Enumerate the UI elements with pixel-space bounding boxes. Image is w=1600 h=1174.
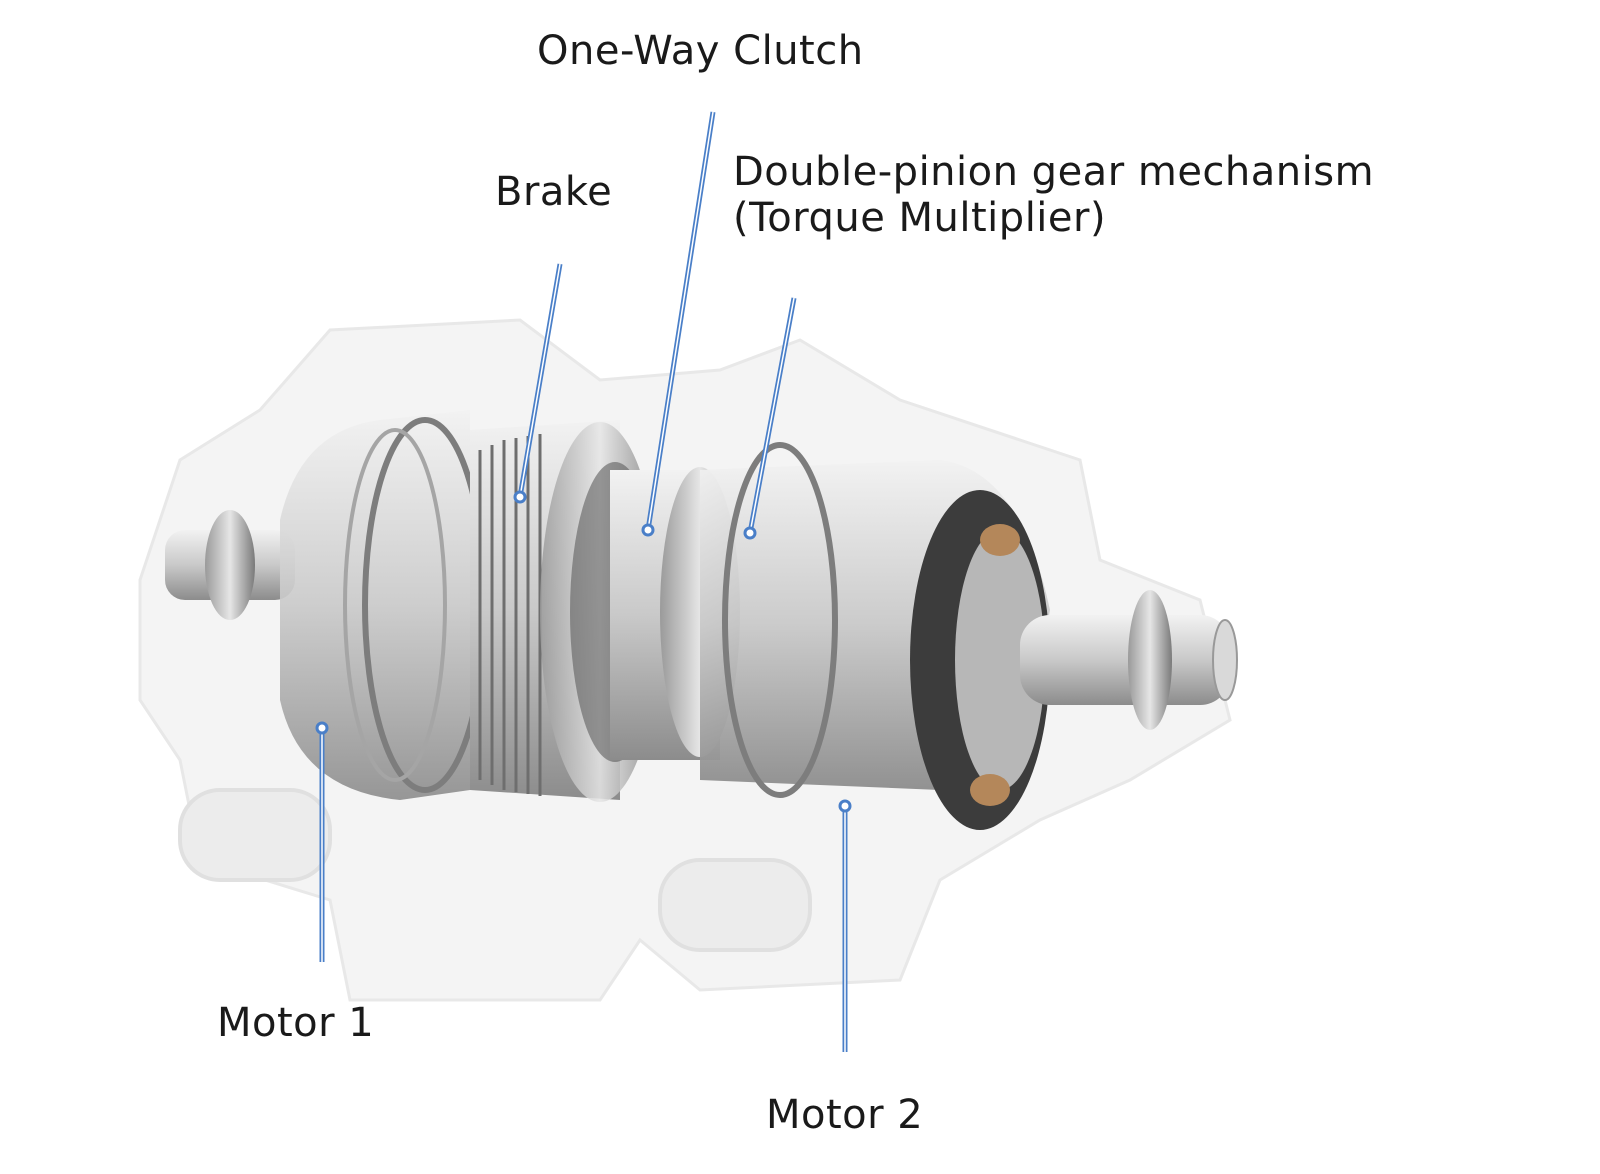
motor2-body (700, 442, 1050, 830)
right-shaft (1020, 590, 1238, 730)
leader-motor2 (838, 799, 852, 1052)
label-torque-multiplier: (Torque Multiplier) (733, 195, 1107, 241)
leader-motor1 (315, 721, 329, 962)
label-motor2: Motor 2 (766, 1092, 924, 1138)
leader-lines (315, 111, 852, 1052)
leader-one-way-clutch (641, 111, 716, 537)
label-double-pinion: Double-pinion gear mechanism (733, 149, 1375, 195)
left-shaft (165, 510, 295, 620)
label-motor1: Motor 1 (217, 1000, 375, 1046)
motor1-body (280, 410, 488, 800)
leader-brake (513, 263, 563, 504)
label-one-way-clutch: One-Way Clutch (537, 28, 864, 74)
leader-double-pinion (743, 297, 797, 540)
label-brake: Brake (495, 169, 613, 215)
